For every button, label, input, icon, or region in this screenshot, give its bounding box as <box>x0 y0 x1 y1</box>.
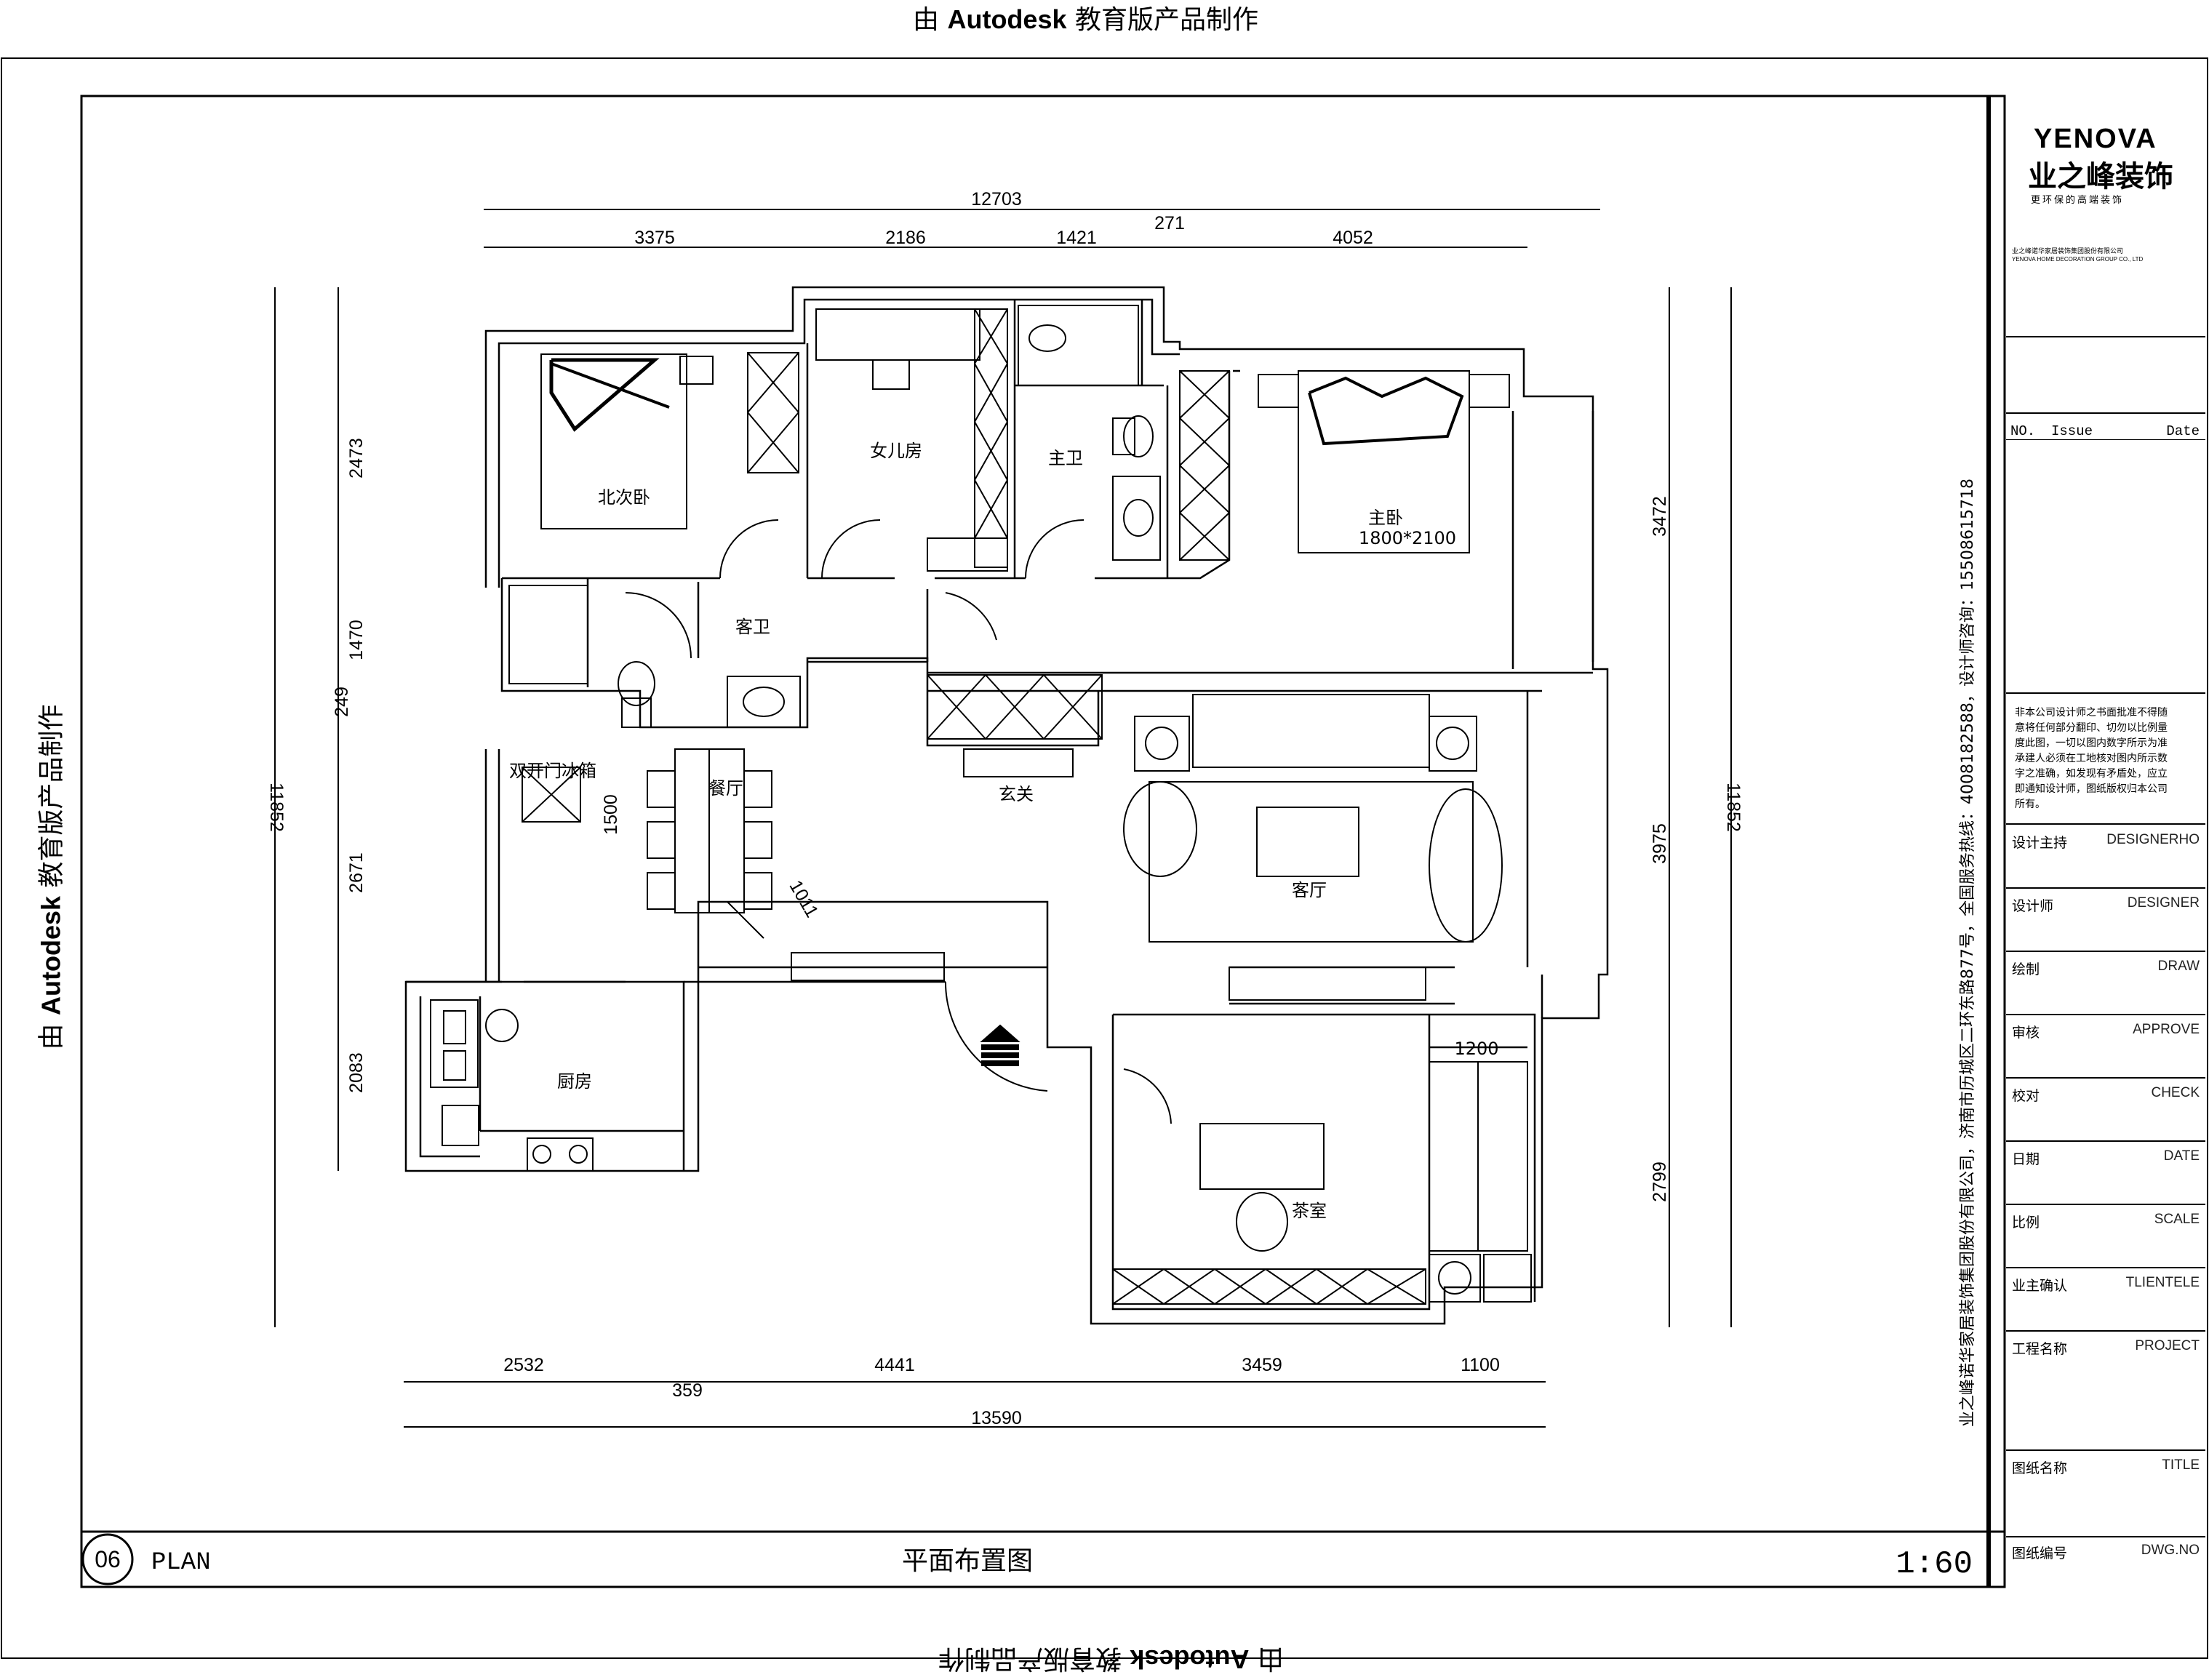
dim-dining-1011: 1011 <box>785 877 822 921</box>
title-block: YENOVA 业之峰装饰 更环保的高端装饰 业之峰诺华家居装饰集团股份有限公司 … <box>2006 96 2205 1587</box>
vertical-company-info: 业之峰诺华家居装饰集团股份有限公司，济南市历城区二环东路877号，全国服务热线：… <box>1959 479 1977 1427</box>
tb-row-title: 图纸名称 TITLE <box>2006 1450 2205 1537</box>
tb-row-project: 工程名称 PROJECT <box>2006 1331 2205 1451</box>
tb-row-designerho: 设计主持 DESIGNERHO <box>2006 825 2205 889</box>
label-living: 客厅 <box>1292 880 1327 900</box>
issue-date: Date <box>2166 423 2200 439</box>
tb-row-check: 校对 CHECK <box>2006 1078 2205 1142</box>
tb-divider-1 <box>2006 336 2205 337</box>
tb-row-draw: 绘制 DRAW <box>2006 951 2205 1015</box>
label-kitchen: 厨房 <box>557 1071 592 1092</box>
dim-left-2: 1470 <box>346 620 367 660</box>
tb-row-dwgno: 图纸编号 DWG.NO <box>2012 1543 2200 1561</box>
plan-scale: 1:60 <box>1896 1546 1973 1583</box>
dim-bottom-4: 3459 <box>1242 1355 1282 1375</box>
watermark-top: 由 Autodesk 教育版产品制作 <box>913 4 1258 35</box>
label-dining: 餐厅 <box>708 778 743 799</box>
living-rug <box>1149 781 1474 943</box>
dim-right-3: 2799 <box>1650 1161 1670 1202</box>
dim-top-5: 4052 <box>1333 228 1373 248</box>
dim-right-2: 3975 <box>1650 823 1670 864</box>
drawing-code: PLAN <box>151 1549 211 1577</box>
tb-row-designer: 设计师 DESIGNER <box>2006 888 2205 952</box>
dim-left-3: 249 <box>332 687 352 717</box>
sofa <box>1192 694 1430 768</box>
tb-row-clientele: 业主确认 TLIENTELE <box>2006 1268 2205 1332</box>
company-small: 业之峰诺华家居装饰集团股份有限公司 <box>2012 248 2124 255</box>
dim-top-4: 271 <box>1154 213 1185 233</box>
logo-cn: 业之峰装饰 <box>2028 160 2173 193</box>
dim-bottom-2: 359 <box>672 1380 703 1401</box>
label-north-bedroom: 北次卧 <box>598 487 650 508</box>
tb-row-scale: 比例 SCALE <box>2006 1204 2205 1268</box>
tb-divider-2 <box>2006 412 2205 414</box>
logo-slogan: 更环保的高端装饰 <box>2031 195 2125 206</box>
sheet-outer-border <box>1 57 2208 1659</box>
notice-text: 非本公司设计师之书面批准不得随意将任何部分翻印、切勿以比例量度此图，一切以图内数… <box>2015 707 2168 810</box>
dim-top-2: 2186 <box>885 228 926 248</box>
label-daughter-room: 女儿房 <box>870 441 922 461</box>
master-bed <box>1298 370 1470 553</box>
dim-left-5: 2083 <box>346 1052 367 1093</box>
label-fridge: 双开门冰箱 <box>509 761 596 781</box>
door-swings <box>625 519 1172 1124</box>
label-master-bath: 主卫 <box>1048 448 1083 468</box>
label-bed-size: 1800*2100 <box>1359 528 1456 548</box>
north-bed <box>540 353 687 529</box>
dim-top-total: 12703 <box>971 189 1022 209</box>
company-small-en: YENOVA HOME DECORATION GROUP CO., LTD <box>2012 256 2144 263</box>
label-foyer: 玄关 <box>999 784 1034 804</box>
dim-top-3: 1421 <box>1056 228 1097 248</box>
dim-bottom-total: 13590 <box>971 1408 1022 1428</box>
dim-dining-1500: 1500 <box>601 794 621 835</box>
dim-left-4: 2671 <box>346 852 367 893</box>
dim-top-1: 3375 <box>634 228 675 248</box>
tb-divider-4 <box>2006 692 2205 694</box>
dim-bottom-3: 4441 <box>874 1355 915 1375</box>
drawing-frame <box>80 95 2006 1588</box>
label-guest-bath: 客卫 <box>735 617 770 637</box>
tea-table <box>1199 1123 1325 1190</box>
dim-left-1: 2473 <box>346 438 367 479</box>
tb-divider-3 <box>2006 439 2205 440</box>
dim-right-1: 3472 <box>1650 496 1670 537</box>
dim-bottom-5: 1100 <box>1461 1355 1500 1375</box>
issue-label: Issue <box>2051 423 2093 439</box>
tb-row-approve: 审核 APPROVE <box>2006 1015 2205 1079</box>
dim-bottom-1: 2532 <box>503 1355 544 1375</box>
daughter-chair <box>872 359 910 390</box>
tb-rows: 设计主持 DESIGNERHO 设计师 DESIGNER 绘制 DRAW 审核 … <box>2006 823 2205 1588</box>
logo-en: YENOVA <box>2034 124 2157 154</box>
plan-title: 平面布置图 <box>902 1546 1033 1576</box>
tb-row-date: 日期 DATE <box>2006 1141 2205 1205</box>
furniture <box>430 305 1532 1305</box>
issue-no: NO. <box>2010 423 2036 439</box>
dim-right-total: 11852 <box>1723 783 1743 832</box>
dimension-lines <box>274 209 1732 1428</box>
label-tea-room: 茶室 <box>1292 1201 1327 1221</box>
label-wardrobe-size: 1200 <box>1454 1039 1498 1059</box>
coffee-table <box>1256 807 1359 877</box>
label-master-bedroom: 主卧 <box>1368 508 1403 528</box>
drawing-number-circle <box>81 1533 134 1585</box>
drawing-number: 06 <box>95 1546 121 1572</box>
dim-left-total: 11852 <box>266 783 287 832</box>
